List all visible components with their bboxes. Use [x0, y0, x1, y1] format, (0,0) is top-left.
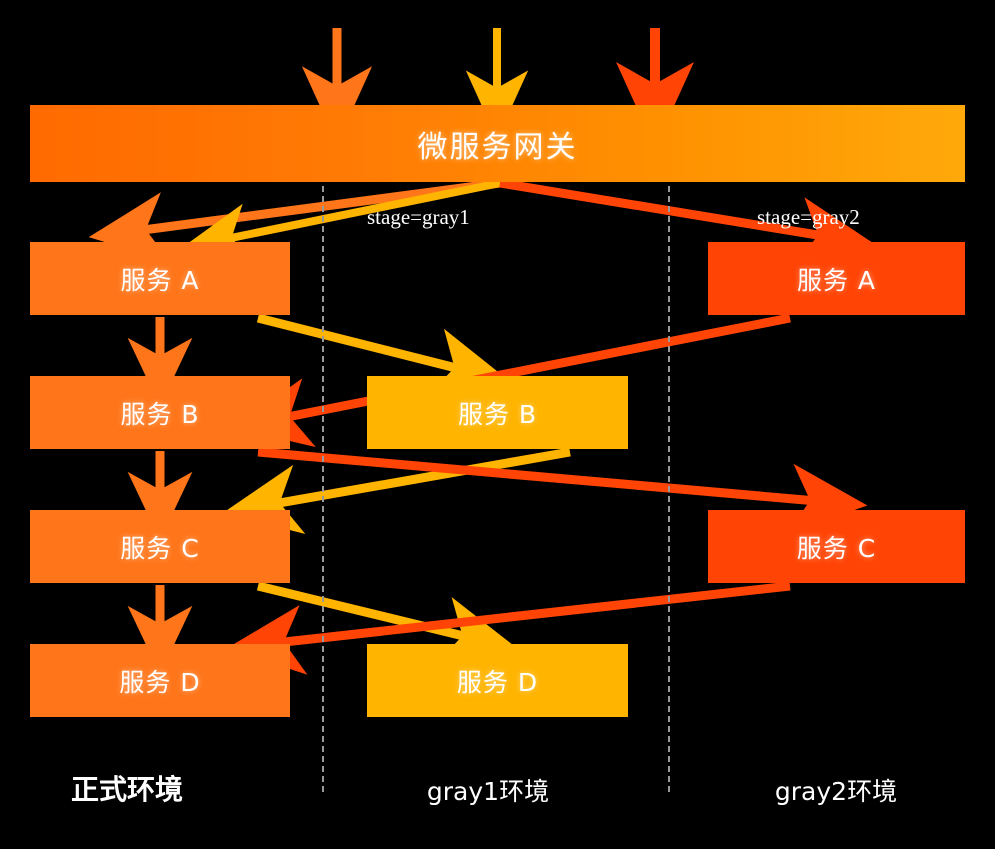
edge-gray1-b-to-prod-c: [222, 447, 571, 535]
service-c-gray2-label: 服务 C: [796, 533, 877, 563]
service-a-prod-label: 服务 A: [120, 265, 200, 295]
service-b-gray1[interactable]: 服务 B: [367, 376, 628, 449]
divider-prod-gray1: [322, 186, 324, 792]
divider-gray1-gray2: [668, 186, 670, 792]
env-caption-gray1: gray1环境: [426, 777, 550, 806]
label-stage-gray2: stage=gray2: [757, 205, 860, 229]
service-b-gray1-label: 服务 B: [457, 399, 538, 429]
service-c-gray2[interactable]: 服务 C: [708, 510, 965, 583]
service-a-gray2-label: 服务 A: [796, 265, 877, 295]
service-b-prod-label: 服务 B: [120, 399, 200, 429]
service-c-prod[interactable]: 服务 C: [30, 510, 290, 583]
service-d-gray1[interactable]: 服务 D: [367, 644, 628, 717]
microservice-gateway-bar[interactable]: 微服务网关: [30, 105, 965, 182]
edge-gray2-c-to-prod-d: [226, 581, 791, 675]
service-d-prod-label: 服务 D: [119, 667, 201, 697]
env-caption-prod: 正式环境: [70, 773, 183, 806]
service-a-prod[interactable]: 服务 A: [30, 242, 290, 315]
edge-prod-a-to-gray1-b: [256, 313, 511, 397]
gateway-title: 微服务网关: [417, 129, 578, 165]
service-d-gray1-label: 服务 D: [456, 667, 539, 697]
service-d-prod[interactable]: 服务 D: [30, 644, 290, 717]
service-a-gray2[interactable]: 服务 A: [708, 242, 965, 315]
edge-prod-c-to-gray1-d: [256, 581, 519, 666]
service-c-prod-label: 服务 C: [120, 533, 200, 563]
label-stage-gray1: stage=gray1: [367, 205, 470, 229]
edge-prod-b-to-gray2-c: [257, 447, 868, 534]
env-caption-gray2: gray2环境: [774, 777, 898, 806]
service-b-prod[interactable]: 服务 B: [30, 376, 290, 449]
